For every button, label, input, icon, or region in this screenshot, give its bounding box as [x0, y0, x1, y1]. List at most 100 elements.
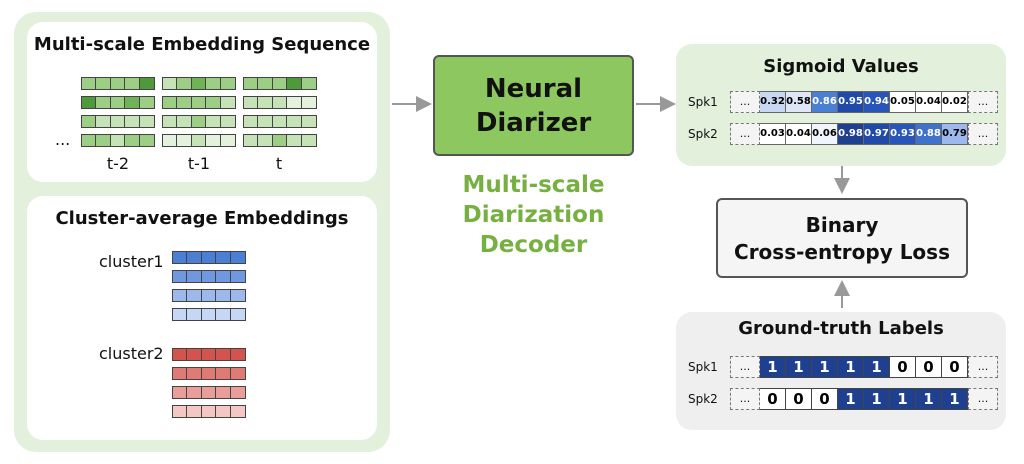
- sigmoid-value-cell: 0.79: [942, 123, 968, 145]
- embedding-segment: [176, 134, 192, 147]
- embedding-segment: [231, 348, 246, 361]
- embedding-segment: [243, 115, 258, 128]
- embedding-segment: [216, 251, 232, 264]
- embedding-segment: [125, 77, 141, 90]
- embedding-segment: [302, 77, 317, 90]
- sigmoid-value-cell: 0.95: [838, 91, 864, 113]
- embedding-segment: [216, 367, 232, 380]
- embedding-segment: [81, 134, 96, 147]
- embedding-segment: [221, 96, 236, 109]
- embedding-segment: [110, 115, 126, 128]
- ellipsis-cell: ...: [968, 356, 998, 378]
- embedding-segment: [272, 77, 288, 90]
- embedding-segment: [231, 405, 246, 418]
- cluster-embedding-row: [172, 348, 246, 361]
- ellipsis-cell: ...: [968, 91, 998, 113]
- embedding-segment: [216, 289, 232, 302]
- cluster1-label: cluster1: [99, 252, 164, 271]
- sigmoid-value-cell: 0.97: [864, 123, 890, 145]
- embedding-segment: [257, 77, 273, 90]
- label-cell: 1: [786, 356, 812, 378]
- embedding-segment: [206, 96, 222, 109]
- label-cell: 0: [786, 388, 812, 410]
- embedding-segment: [140, 77, 155, 90]
- embedding-segment: [201, 308, 217, 321]
- cluster1-embeddings: [172, 251, 250, 323]
- sigmoid-value-cell: 0.04: [916, 91, 942, 113]
- step-label-t-2: t-2: [106, 154, 130, 173]
- embedding-segment: [216, 405, 232, 418]
- gt-spk1-label: Spk1: [688, 360, 718, 374]
- embedding-segment: [81, 96, 96, 109]
- sigmoid-value-cell: 0.32: [760, 91, 786, 113]
- embedding-segment: [201, 386, 217, 399]
- embedding-segment: [191, 77, 207, 90]
- sigmoid-spk1-label: Spk1: [688, 95, 718, 109]
- label-cell: 1: [916, 388, 942, 410]
- sigmoid-title: Sigmoid Values: [763, 56, 919, 77]
- embedding-segment: [216, 386, 232, 399]
- embedding-segment: [125, 134, 141, 147]
- label-cell: 1: [942, 388, 968, 410]
- embedding-segment: [186, 251, 202, 264]
- embedding-segment: [201, 348, 217, 361]
- step-label-t-1: t-1: [187, 154, 211, 173]
- embedding-segment: [201, 270, 217, 283]
- embedding-segment: [231, 367, 246, 380]
- sequence-embedding-row: [243, 115, 317, 128]
- embedding-segment: [172, 405, 187, 418]
- embedding-sequence-grid: [81, 77, 321, 157]
- embedding-segment: [216, 270, 232, 283]
- embedding-segment: [140, 134, 155, 147]
- label-cell: 0: [942, 356, 968, 378]
- embedding-segment: [216, 348, 232, 361]
- embedding-segment: [81, 115, 96, 128]
- embedding-segment: [231, 289, 246, 302]
- cluster-embedding-row: [172, 251, 246, 264]
- embedding-segment: [172, 367, 187, 380]
- gt-spk2-label: Spk2: [688, 392, 718, 406]
- embedding-segment: [206, 115, 222, 128]
- sigmoid-value-cell: 0.88: [916, 123, 942, 145]
- embedding-segment: [172, 308, 187, 321]
- embedding-segment: [243, 77, 258, 90]
- embedding-segment: [191, 115, 207, 128]
- embedding-segment: [186, 405, 202, 418]
- embedding-segment: [287, 115, 303, 128]
- sigmoid-value-cell: 0.04: [786, 123, 812, 145]
- diarizer-label-line1: Neural: [484, 74, 583, 104]
- label-cell: 0: [890, 356, 916, 378]
- embedding-segment: [186, 289, 202, 302]
- cluster-embedding-row: [172, 289, 246, 302]
- embedding-segment: [110, 77, 126, 90]
- embedding-segment: [243, 134, 258, 147]
- cluster2-embeddings: [172, 348, 250, 420]
- label-cell: 0: [916, 356, 942, 378]
- sequence-embedding-row: [81, 96, 155, 109]
- cluster-embeddings-panel: Cluster-average Embeddings cluster1 clus…: [27, 196, 377, 440]
- embedding-segment: [272, 115, 288, 128]
- ellipsis-cell: ...: [730, 91, 760, 113]
- sigmoid-spk2-label: Spk2: [688, 127, 718, 141]
- embedding-segment: [110, 96, 126, 109]
- sigmoid-value-cell: 0.06: [812, 123, 838, 145]
- embedding-segment: [95, 96, 111, 109]
- bce-loss-box: Binary Cross-entropy Loss: [716, 198, 968, 278]
- embedding-segment: [162, 96, 177, 109]
- embedding-segment: [287, 134, 303, 147]
- sequence-embedding-row: [162, 134, 236, 147]
- label-cell: 1: [838, 388, 864, 410]
- label-cell: 1: [864, 356, 890, 378]
- embedding-segment: [302, 96, 317, 109]
- embedding-segment: [201, 405, 217, 418]
- cluster-embedding-row: [172, 367, 246, 380]
- cluster2-label: cluster2: [99, 344, 164, 363]
- label-cell: 1: [812, 356, 838, 378]
- cluster-embedding-row: [172, 405, 246, 418]
- embedding-segment: [162, 77, 177, 90]
- embedding-segment: [172, 289, 187, 302]
- embedding-segment: [81, 77, 96, 90]
- sigmoid-value-cell: 0.93: [890, 123, 916, 145]
